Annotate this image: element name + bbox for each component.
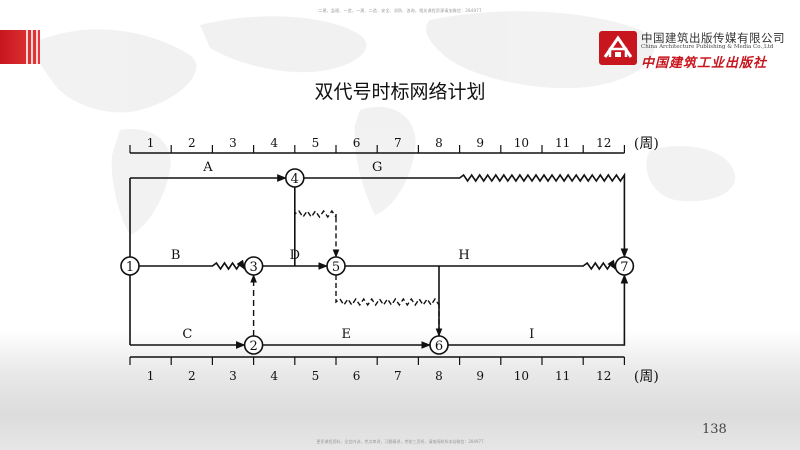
world-map-background <box>36 11 736 235</box>
bottom-scale-week-label: 9 <box>476 369 484 383</box>
activity-G <box>303 172 629 258</box>
bottom-scale-week-label: 8 <box>435 369 443 383</box>
bottom-scale-week-label: 10 <box>514 369 529 383</box>
activity-label-E: E <box>342 327 352 342</box>
top-scale-unit-label: (周) <box>634 136 659 152</box>
virtual-activity-wavy <box>294 187 340 258</box>
bottom-scale-unit-label: (周) <box>634 369 659 385</box>
bottom-scale-week-label: 12 <box>596 369 611 383</box>
activity-label-I: I <box>529 327 534 342</box>
node-circle-7 <box>614 256 635 276</box>
top-scale-week-label: 7 <box>394 136 402 150</box>
bottom-scale-week-label: 6 <box>353 369 361 383</box>
node-circle-6 <box>429 335 449 355</box>
slide-title: 双代号时标网络计划 <box>314 81 486 103</box>
node-label-2: 2 <box>249 339 257 354</box>
floor-gradient <box>0 330 800 450</box>
activity-label-C: C <box>182 327 192 342</box>
top-scale-week-label: 8 <box>435 136 443 150</box>
red-accent-bar <box>0 30 40 64</box>
page-number: 138 <box>702 422 727 437</box>
activity-label-G: G <box>372 160 382 175</box>
event-nodes: 1 2 3 4 5 6 7 <box>120 168 635 355</box>
top-scale-week-label: 4 <box>270 136 278 150</box>
publisher-name-en: China Architecture Publishing & Media Co… <box>641 44 774 50</box>
activity-arrows: ABCDEGHI <box>129 160 629 349</box>
footer-note: 更多课程资料，全会内训，考点串讲，习题精讲，考前三页纸，请查阅联系本站微信：28… <box>316 439 484 444</box>
bottom-scale-week-label: 7 <box>394 369 402 383</box>
top-scale-week-label: 11 <box>555 136 570 150</box>
top-scale-week-label: 12 <box>596 136 611 150</box>
bottom-scale-week-label: 5 <box>312 369 320 383</box>
node-circle-1 <box>120 256 140 276</box>
top-scale-week-label: 1 <box>147 136 155 150</box>
bottom-scale-week-label: 3 <box>229 369 237 383</box>
activity-H <box>345 259 617 271</box>
header-note: 二建、监理、一造，一建、二造、安全、消防、咨询，相关课程资源请加微信：28497… <box>318 8 482 13</box>
top-scale-week-label: 6 <box>353 136 361 150</box>
node-label-7: 7 <box>620 260 628 275</box>
virtual-activity-wavy <box>335 275 443 337</box>
node-circle-5 <box>326 256 346 276</box>
top-scale-week-label: 3 <box>229 136 237 150</box>
node-circle-4 <box>284 168 305 188</box>
bottom-scale-week-label: 11 <box>555 369 570 383</box>
activity-label-A: A <box>202 160 213 175</box>
top-scale-week-label: 9 <box>476 136 484 150</box>
node-label-3: 3 <box>249 260 257 275</box>
activity-I <box>448 274 629 346</box>
bottom-scale-week-label: 1 <box>147 369 155 383</box>
activity-B <box>139 259 246 271</box>
publisher-brand-calligraphy: 中国建筑工业出版社 <box>641 56 768 71</box>
node-label-5: 5 <box>332 260 340 275</box>
bottom-scale-week-label: 2 <box>188 369 196 383</box>
top-scale-week-label: 10 <box>514 136 529 150</box>
node-circle-3 <box>243 256 264 276</box>
top-scale-week-label: 2 <box>188 136 196 150</box>
node-label-1: 1 <box>126 260 134 275</box>
node-circle-2 <box>243 335 264 355</box>
activity-label-B: B <box>171 248 181 263</box>
publisher-name-cn: 中国建筑出版传媒有限公司 <box>641 31 785 45</box>
node-label-6: 6 <box>435 339 443 354</box>
bottom-scale-week-label: 4 <box>270 369 278 383</box>
activity-label-H: H <box>458 248 469 263</box>
publisher-logo-icon <box>599 31 637 65</box>
top-scale-week-label: 5 <box>312 136 320 150</box>
node-label-4: 4 <box>291 172 299 187</box>
